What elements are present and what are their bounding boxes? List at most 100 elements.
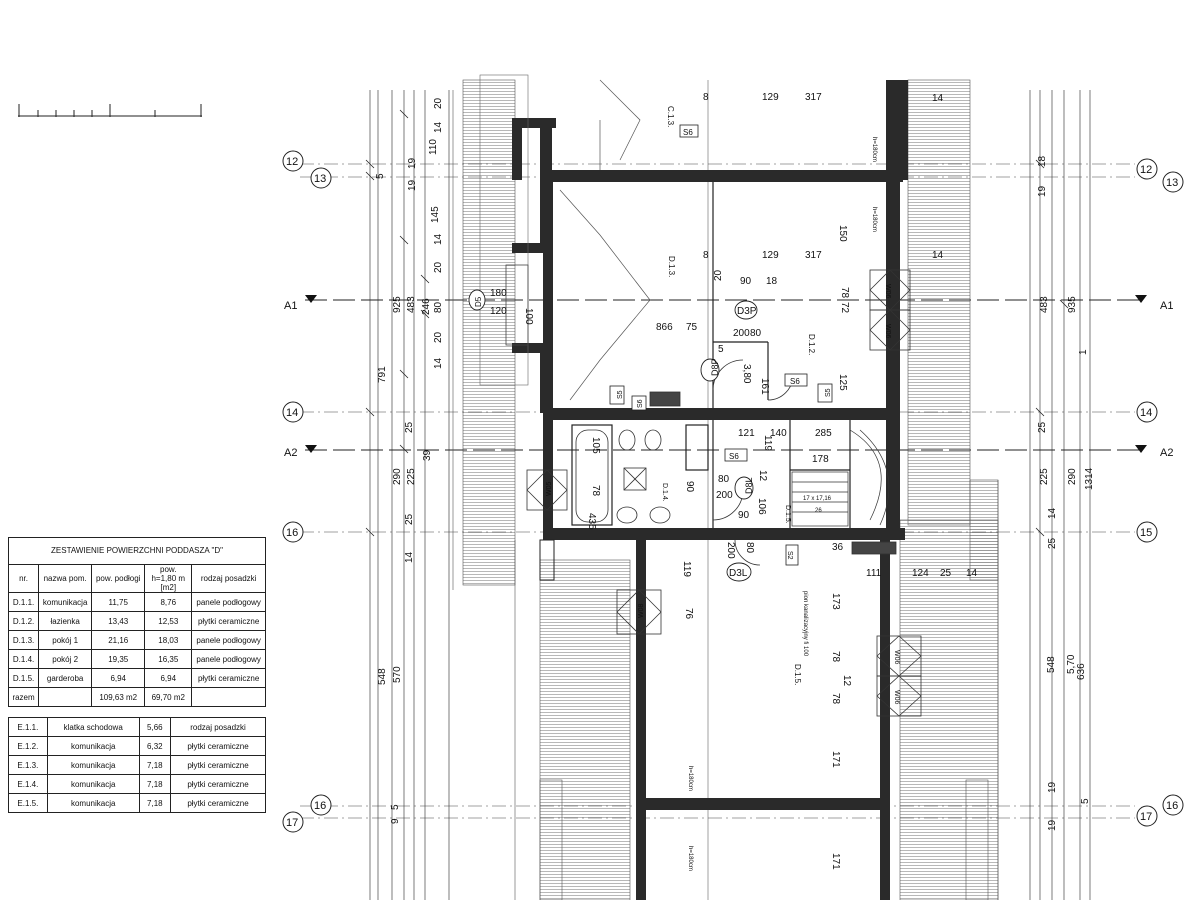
door-d8l: D8L: [744, 477, 754, 494]
svg-text:100: 100: [523, 308, 534, 325]
door-d8p: D8P: [710, 358, 720, 376]
section-label-a2-right: A2: [1160, 447, 1173, 459]
axis-markers-left: [282, 150, 332, 833]
e-area-table: E.1.1. klatka schodowa 5,66 rodzaj posad…: [8, 717, 266, 813]
svg-text:20: 20: [713, 269, 724, 281]
section-label-a2-left: A2: [284, 447, 297, 459]
room-label-d12: D.1.2.: [807, 334, 816, 355]
table-cell: 7,18: [138, 755, 172, 775]
table-cell: 16,35: [144, 649, 193, 669]
door-d3p: D3P: [737, 306, 757, 317]
table-cell: 19,35: [91, 649, 146, 669]
svg-text:866: 866: [656, 322, 673, 333]
svg-text:129: 129: [762, 250, 779, 261]
svg-text:25: 25: [404, 421, 415, 433]
svg-text:173: 173: [830, 593, 841, 610]
table-cell: panele podłogowy: [191, 630, 266, 650]
table-cell: E.1.5.: [8, 793, 48, 813]
svg-text:90: 90: [738, 510, 750, 521]
table-cell: D.1.4.: [7, 649, 40, 669]
table-cell-empty: [38, 687, 93, 707]
room-label-d14: D.1.4.: [661, 483, 668, 502]
svg-text:200: 200: [733, 328, 750, 339]
table-row: D.1.1. komunikacja 11,75 8,76 panele pod…: [7, 592, 266, 612]
svg-text:20: 20: [433, 261, 444, 273]
svg-text:14: 14: [932, 250, 944, 261]
svg-text:150: 150: [837, 225, 848, 242]
svg-text:145: 145: [430, 206, 441, 223]
table-header-row: nr. nazwa pom. pow. podłogi pow. h=1,80 …: [7, 564, 266, 593]
svg-text:72: 72: [839, 302, 850, 314]
table-cell: komunikacja: [38, 592, 93, 612]
s-tag-7: S2: [786, 551, 793, 560]
svg-text:548: 548: [377, 668, 388, 685]
svg-text:90: 90: [740, 276, 752, 287]
svg-text:8: 8: [703, 92, 709, 103]
axis-15-right: 15: [1140, 527, 1152, 539]
walls: [512, 80, 908, 900]
svg-text:5: 5: [1080, 798, 1091, 804]
table-cell: panele podłogowy: [191, 592, 266, 612]
label-h180-mid: h=180cm: [871, 207, 877, 232]
table-row: D.1.3. pokój 1 21,16 18,03 panele podłog…: [7, 630, 266, 650]
outer-outline: [452, 90, 999, 900]
svg-text:225: 225: [1039, 468, 1050, 485]
door-tags: [468, 289, 758, 582]
header-cell: pow. podłogi: [91, 564, 146, 593]
table-cell: 8,76: [144, 592, 193, 612]
table-cell: 6,94: [144, 668, 193, 688]
svg-text:791: 791: [377, 366, 388, 383]
roof-windows: [526, 269, 922, 717]
svg-text:246: 246: [421, 298, 432, 315]
svg-text:19: 19: [407, 157, 418, 169]
scale-bar: [18, 104, 202, 118]
table-cell: komunikacja: [46, 755, 140, 775]
total-area180: 69,70 m2: [144, 687, 193, 707]
table-cell: D.1.3.: [7, 630, 40, 650]
svg-text:105: 105: [590, 437, 601, 454]
staircase: [791, 429, 890, 527]
window-w06-b: W06: [884, 324, 891, 339]
area-summary-table: ZESTAWIENIE POWIERZCHNI PODDASZA "D" nr.…: [7, 537, 266, 707]
svg-text:290: 290: [392, 468, 403, 485]
svg-text:18: 18: [766, 276, 778, 287]
inner-dimensions: 8 129 317 14 150 8 129 317 20 90 18 78 7…: [490, 92, 978, 870]
svg-text:5: 5: [718, 344, 724, 355]
table-cell: E.1.3.: [8, 755, 48, 775]
svg-text:180: 180: [490, 288, 507, 299]
svg-text:178: 178: [812, 454, 829, 465]
right-dimensions: 14 18 19 483 935 1 25 225 290 1314 14 25…: [932, 93, 1095, 831]
svg-text:14: 14: [932, 93, 944, 104]
room-label-d15: D.1.5.: [793, 664, 802, 685]
svg-text:3,80: 3,80: [741, 364, 752, 384]
svg-text:18: 18: [1037, 155, 1048, 167]
window-w05-a: W05: [546, 482, 553, 497]
label-h180-bottom2: h=180cm: [687, 846, 693, 871]
svg-text:25: 25: [940, 568, 952, 579]
svg-text:171: 171: [830, 751, 841, 768]
svg-text:14: 14: [433, 233, 444, 245]
total-label: razem: [7, 687, 40, 707]
svg-text:570: 570: [392, 666, 403, 683]
s-tag-4: S5: [617, 390, 624, 399]
room-label-d13: D.1.3.: [667, 256, 676, 277]
axis-12-right: 12: [1140, 164, 1152, 176]
table-cell: panele podłogowy: [191, 649, 266, 669]
svg-text:12: 12: [757, 470, 768, 482]
svg-text:1314: 1314: [1084, 467, 1095, 490]
svg-text:80: 80: [718, 474, 730, 485]
table-row: E.1.5. komunikacja 7,18 płytki ceramiczn…: [8, 793, 266, 813]
s-tags: [609, 124, 833, 566]
svg-text:90: 90: [684, 481, 695, 493]
room-label-d13-top: C.1.3.: [666, 106, 675, 127]
svg-text:161: 161: [759, 378, 770, 395]
axis-markers-right: [1136, 158, 1184, 827]
svg-text:483: 483: [406, 296, 417, 313]
svg-text:19: 19: [1047, 781, 1058, 793]
s-tag-5: S6: [637, 399, 644, 408]
room-label-d15-small: D.1.5.: [784, 505, 791, 524]
svg-text:25: 25: [1037, 421, 1048, 433]
table-cell: D.1.1.: [7, 592, 40, 612]
svg-text:20: 20: [433, 97, 444, 109]
